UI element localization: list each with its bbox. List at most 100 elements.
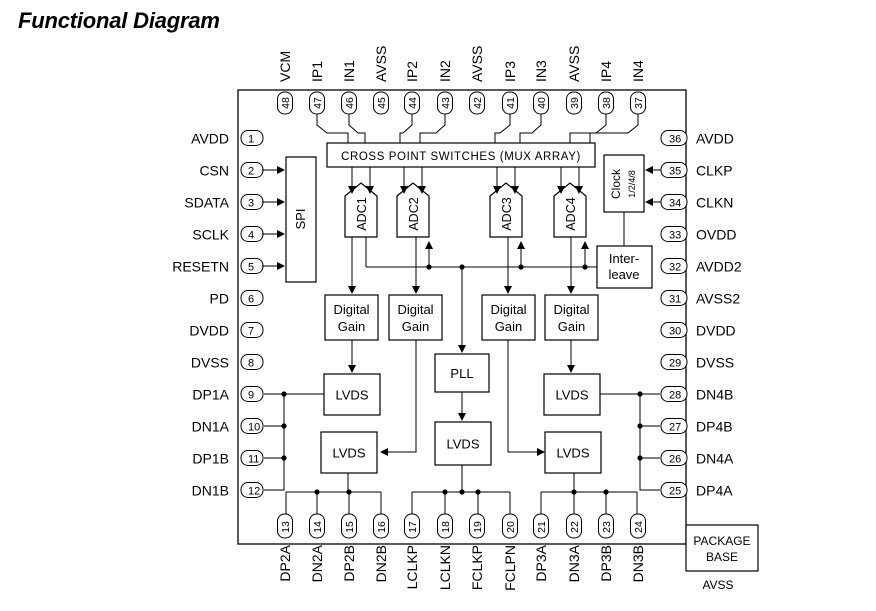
clock-label-1: Clock bbox=[609, 168, 623, 199]
pin-40-label: IN3 bbox=[533, 60, 549, 82]
pin-48-number: 48 bbox=[280, 97, 292, 109]
pin-43-label: IN2 bbox=[437, 60, 453, 82]
pin-28-number: 28 bbox=[669, 390, 681, 402]
pin-28-label: DN4B bbox=[696, 387, 733, 403]
lvds-5-label: LVDS bbox=[557, 446, 590, 461]
clock-label-2: 1/2/4/8 bbox=[627, 170, 637, 198]
adc-2-label: ADC2 bbox=[407, 197, 421, 230]
digital-gain-4-block bbox=[544, 294, 599, 341]
pin-1-label: AVDD bbox=[191, 131, 229, 147]
pin-41-number: 41 bbox=[505, 97, 517, 109]
pin-7-number: 7 bbox=[248, 326, 254, 338]
pin-27-number: 27 bbox=[669, 422, 681, 434]
pin-5-number: 5 bbox=[248, 262, 254, 274]
interleave-label-1: Inter- bbox=[609, 251, 639, 266]
pin-39-label: AVSS bbox=[566, 46, 582, 82]
pin-19-label: FCLKP bbox=[469, 545, 485, 590]
pin-9-pad bbox=[240, 386, 264, 402]
package-avss-label: AVSS bbox=[702, 578, 733, 592]
pin-10-pad bbox=[240, 418, 264, 434]
adc-4-block bbox=[553, 182, 587, 238]
lvds-1-label: LVDS bbox=[336, 388, 369, 403]
pin-17-number: 17 bbox=[407, 521, 419, 533]
clock-inputs bbox=[645, 166, 661, 206]
pin-6-number: 6 bbox=[248, 294, 254, 306]
pin-26-pad bbox=[660, 450, 688, 466]
pin-45-pad bbox=[373, 91, 389, 115]
adc-1-block bbox=[344, 182, 378, 238]
lvds-2-label: LVDS bbox=[556, 388, 589, 403]
digital-gain-1-label-1: Digital bbox=[333, 302, 369, 317]
pin-44-label: IP2 bbox=[404, 61, 420, 82]
pin-26-label: DN4A bbox=[696, 451, 734, 467]
pin-10-number: 10 bbox=[248, 422, 260, 434]
pin-34-label: CLKN bbox=[696, 195, 733, 211]
pin-22-number: 22 bbox=[569, 521, 581, 533]
digital-gain-4-label-2: Gain bbox=[558, 319, 585, 334]
pin-34-number: 34 bbox=[669, 198, 681, 210]
pin-48-label: VCM bbox=[277, 51, 293, 82]
pin-31-pad bbox=[660, 290, 688, 306]
lvds-1-block bbox=[323, 373, 381, 416]
lvds-2-block bbox=[543, 373, 601, 416]
pin-2-number: 2 bbox=[248, 166, 254, 178]
pin-24-number: 24 bbox=[633, 521, 645, 533]
clock-bus bbox=[365, 237, 597, 353]
pin-15-label: DP2B bbox=[341, 545, 357, 582]
pin-32-label: AVDD2 bbox=[696, 259, 742, 275]
pin-8-pad bbox=[240, 354, 264, 370]
pin-11-pad bbox=[240, 450, 264, 466]
digital-gain-2-block bbox=[388, 294, 443, 341]
clock-bus-dots bbox=[426, 264, 588, 270]
pin-8-number: 8 bbox=[248, 358, 254, 370]
pin-20-number: 20 bbox=[505, 521, 517, 533]
pin-36-label: AVDD bbox=[696, 131, 734, 147]
pin-16-label: DN2B bbox=[373, 545, 389, 582]
package-label-1: PACKAGE bbox=[693, 534, 750, 548]
pin-26-number: 26 bbox=[669, 454, 681, 466]
pin-31-number: 31 bbox=[669, 294, 681, 306]
pin-36-number: 36 bbox=[669, 134, 681, 146]
chip-body bbox=[237, 89, 687, 545]
pin-11-number: 11 bbox=[248, 454, 259, 466]
pin-44-number: 44 bbox=[407, 97, 419, 109]
pin-41-label: IP3 bbox=[502, 61, 518, 82]
pin-24-label: DN3B bbox=[630, 545, 646, 582]
pin-38-label: IP4 bbox=[598, 61, 614, 82]
package-label-2: BASE bbox=[706, 550, 738, 564]
spi-block bbox=[285, 156, 317, 283]
pin-11-label: DP1B bbox=[192, 451, 229, 467]
lvds-4-label: LVDS bbox=[447, 437, 480, 452]
pin-20-label: FCLPN bbox=[502, 545, 518, 591]
pin-36-pad bbox=[660, 130, 688, 146]
digital-gain-2-label-2: Gain bbox=[402, 319, 429, 334]
spi-inputs bbox=[262, 166, 285, 270]
digital-gain-2-label-1: Digital bbox=[397, 302, 433, 317]
pin-47-label: IP1 bbox=[309, 61, 325, 82]
pin-32-number: 32 bbox=[669, 262, 681, 274]
spi-label: SPI bbox=[293, 209, 308, 230]
pin-23-number: 23 bbox=[601, 521, 613, 533]
pin-46-label: IN1 bbox=[341, 60, 357, 82]
pin-30-number: 30 bbox=[669, 326, 681, 338]
adc-4-label: ADC4 bbox=[564, 197, 578, 230]
digital-gain-1-label-2: Gain bbox=[338, 319, 365, 334]
pin-46-number: 46 bbox=[344, 97, 356, 109]
pin-43-number: 43 bbox=[440, 97, 452, 109]
pin-13-label: DP2A bbox=[277, 544, 293, 581]
pin-33-pad bbox=[660, 226, 688, 242]
adc-3-block bbox=[489, 182, 523, 238]
lvds-3-block bbox=[320, 431, 378, 474]
pin-24-pad bbox=[630, 513, 646, 539]
pin-12-label: DN1B bbox=[192, 483, 229, 499]
pin-42-pad bbox=[469, 91, 485, 115]
pin-37-number: 37 bbox=[633, 97, 645, 109]
pins-group: 1AVDD2CSN3SDATA4SCLK5RESETN6PD7DVDD8DVSS… bbox=[172, 46, 742, 591]
diagram-title: Functional Diagram bbox=[18, 8, 220, 33]
output-wiring bbox=[264, 393, 660, 514]
adc-2-block bbox=[396, 182, 430, 238]
adc-3-label: ADC3 bbox=[500, 197, 514, 230]
